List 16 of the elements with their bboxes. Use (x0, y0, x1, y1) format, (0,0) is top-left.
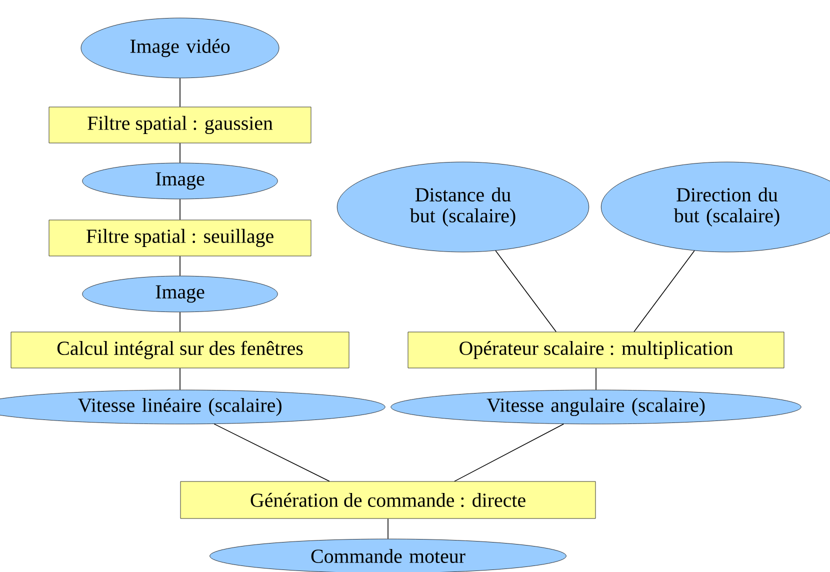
connector-line (495, 250, 556, 332)
ellipse-node: Direction du but (scalaire) (600, 162, 830, 252)
process-box: Calcul intégral sur des fenêtres (10, 332, 350, 368)
connector-line (634, 250, 695, 332)
process-box: Filtre spatial : gaussien (48, 106, 312, 144)
ellipse-node: Commande moteur (210, 538, 566, 572)
ellipse-node: Vitesse angulaire (scalaire) (390, 390, 802, 424)
process-box: Filtre spatial : seuillage (48, 220, 312, 256)
process-box: Opérateur scalaire : multiplication (408, 332, 784, 368)
ellipse-node: Distance du but (scalaire) (336, 162, 590, 252)
connector-line (214, 424, 330, 482)
process-box: Génération de commande : directe (180, 481, 596, 519)
ellipse-node: Image (82, 162, 278, 200)
connector-line (454, 424, 564, 482)
ellipse-node: Image (82, 276, 278, 312)
ellipse-node: Image vidéo (80, 18, 280, 78)
